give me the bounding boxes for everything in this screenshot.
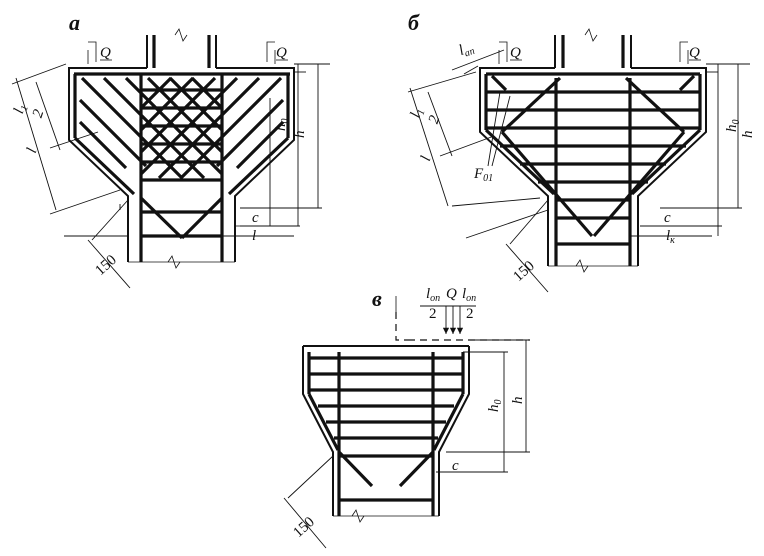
panel-a-label: а [69,10,80,35]
cover-dimension-v: 150 [283,455,334,549]
svg-text:Q: Q [510,45,521,61]
bracket-reinforcement-b [484,72,702,266]
panel-v-label: в [372,286,382,311]
cover-value-a: 150 [92,252,119,279]
load-label-a: Q [100,45,111,61]
svg-text:c: c [664,210,671,226]
column-top-b [554,28,632,68]
load-q-a: Q Q [87,41,288,64]
svg-text:h: h [292,131,308,139]
svg-text:2: 2 [426,113,444,126]
svg-text:F01: F01 [473,166,493,184]
svg-text:c: c [252,210,259,226]
cover-dimension-a: 150 [64,199,131,289]
load-q-b: Q Q [498,41,701,64]
bracket-reinforcement-a [73,72,290,262]
dimensions-left-b: lan l1 2 l F01 [408,39,541,207]
svg-text:lan: lan [457,39,476,61]
svg-text:h0: h0 [273,119,291,132]
svg-text:h0: h0 [724,120,742,133]
load-q-v: lоп 2 Q lоп 2 [395,286,530,341]
cover-dimension-b: 150 [465,199,549,293]
svg-text:2: 2 [466,306,474,322]
dimensions-right-b: h0 h c lк [630,63,756,246]
bracket-reinforcement-v [307,352,465,516]
svg-text:2: 2 [429,306,437,322]
svg-text:lоп: lоп [426,286,440,304]
svg-text:l: l [418,154,435,163]
load-label-a2: Q [276,45,287,61]
svg-text:150: 150 [290,514,317,541]
svg-text:2: 2 [30,107,48,120]
panel-b-label: б [408,10,420,35]
panel-a: а [11,10,330,289]
svg-text:150: 150 [510,258,537,285]
dimensions-right-a: h0 h c l [222,63,330,244]
svg-text:lк: lк [666,228,675,246]
svg-text:l: l [24,146,41,155]
svg-text:h0: h0 [486,400,504,413]
svg-text:Q: Q [689,45,700,61]
svg-text:h: h [510,397,526,405]
dimensions-left-a: l1 2 l [11,63,121,215]
svg-text:Q: Q [446,286,457,302]
svg-text:l: l [252,228,256,244]
svg-text:c: c [452,458,459,474]
svg-text:l1: l1 [11,102,31,116]
svg-text:l1: l1 [408,106,428,120]
bracket-outline-b [479,67,707,266]
dimensions-right-v: h0 h c [436,339,530,474]
svg-text:lоп: lоп [462,286,476,304]
panel-b: б [408,10,756,293]
svg-text:h: h [740,131,756,139]
bracket-outline-v [302,345,470,516]
column-top-a [146,28,217,68]
panel-v: в [283,286,530,549]
bracket-outline-a [68,67,295,262]
